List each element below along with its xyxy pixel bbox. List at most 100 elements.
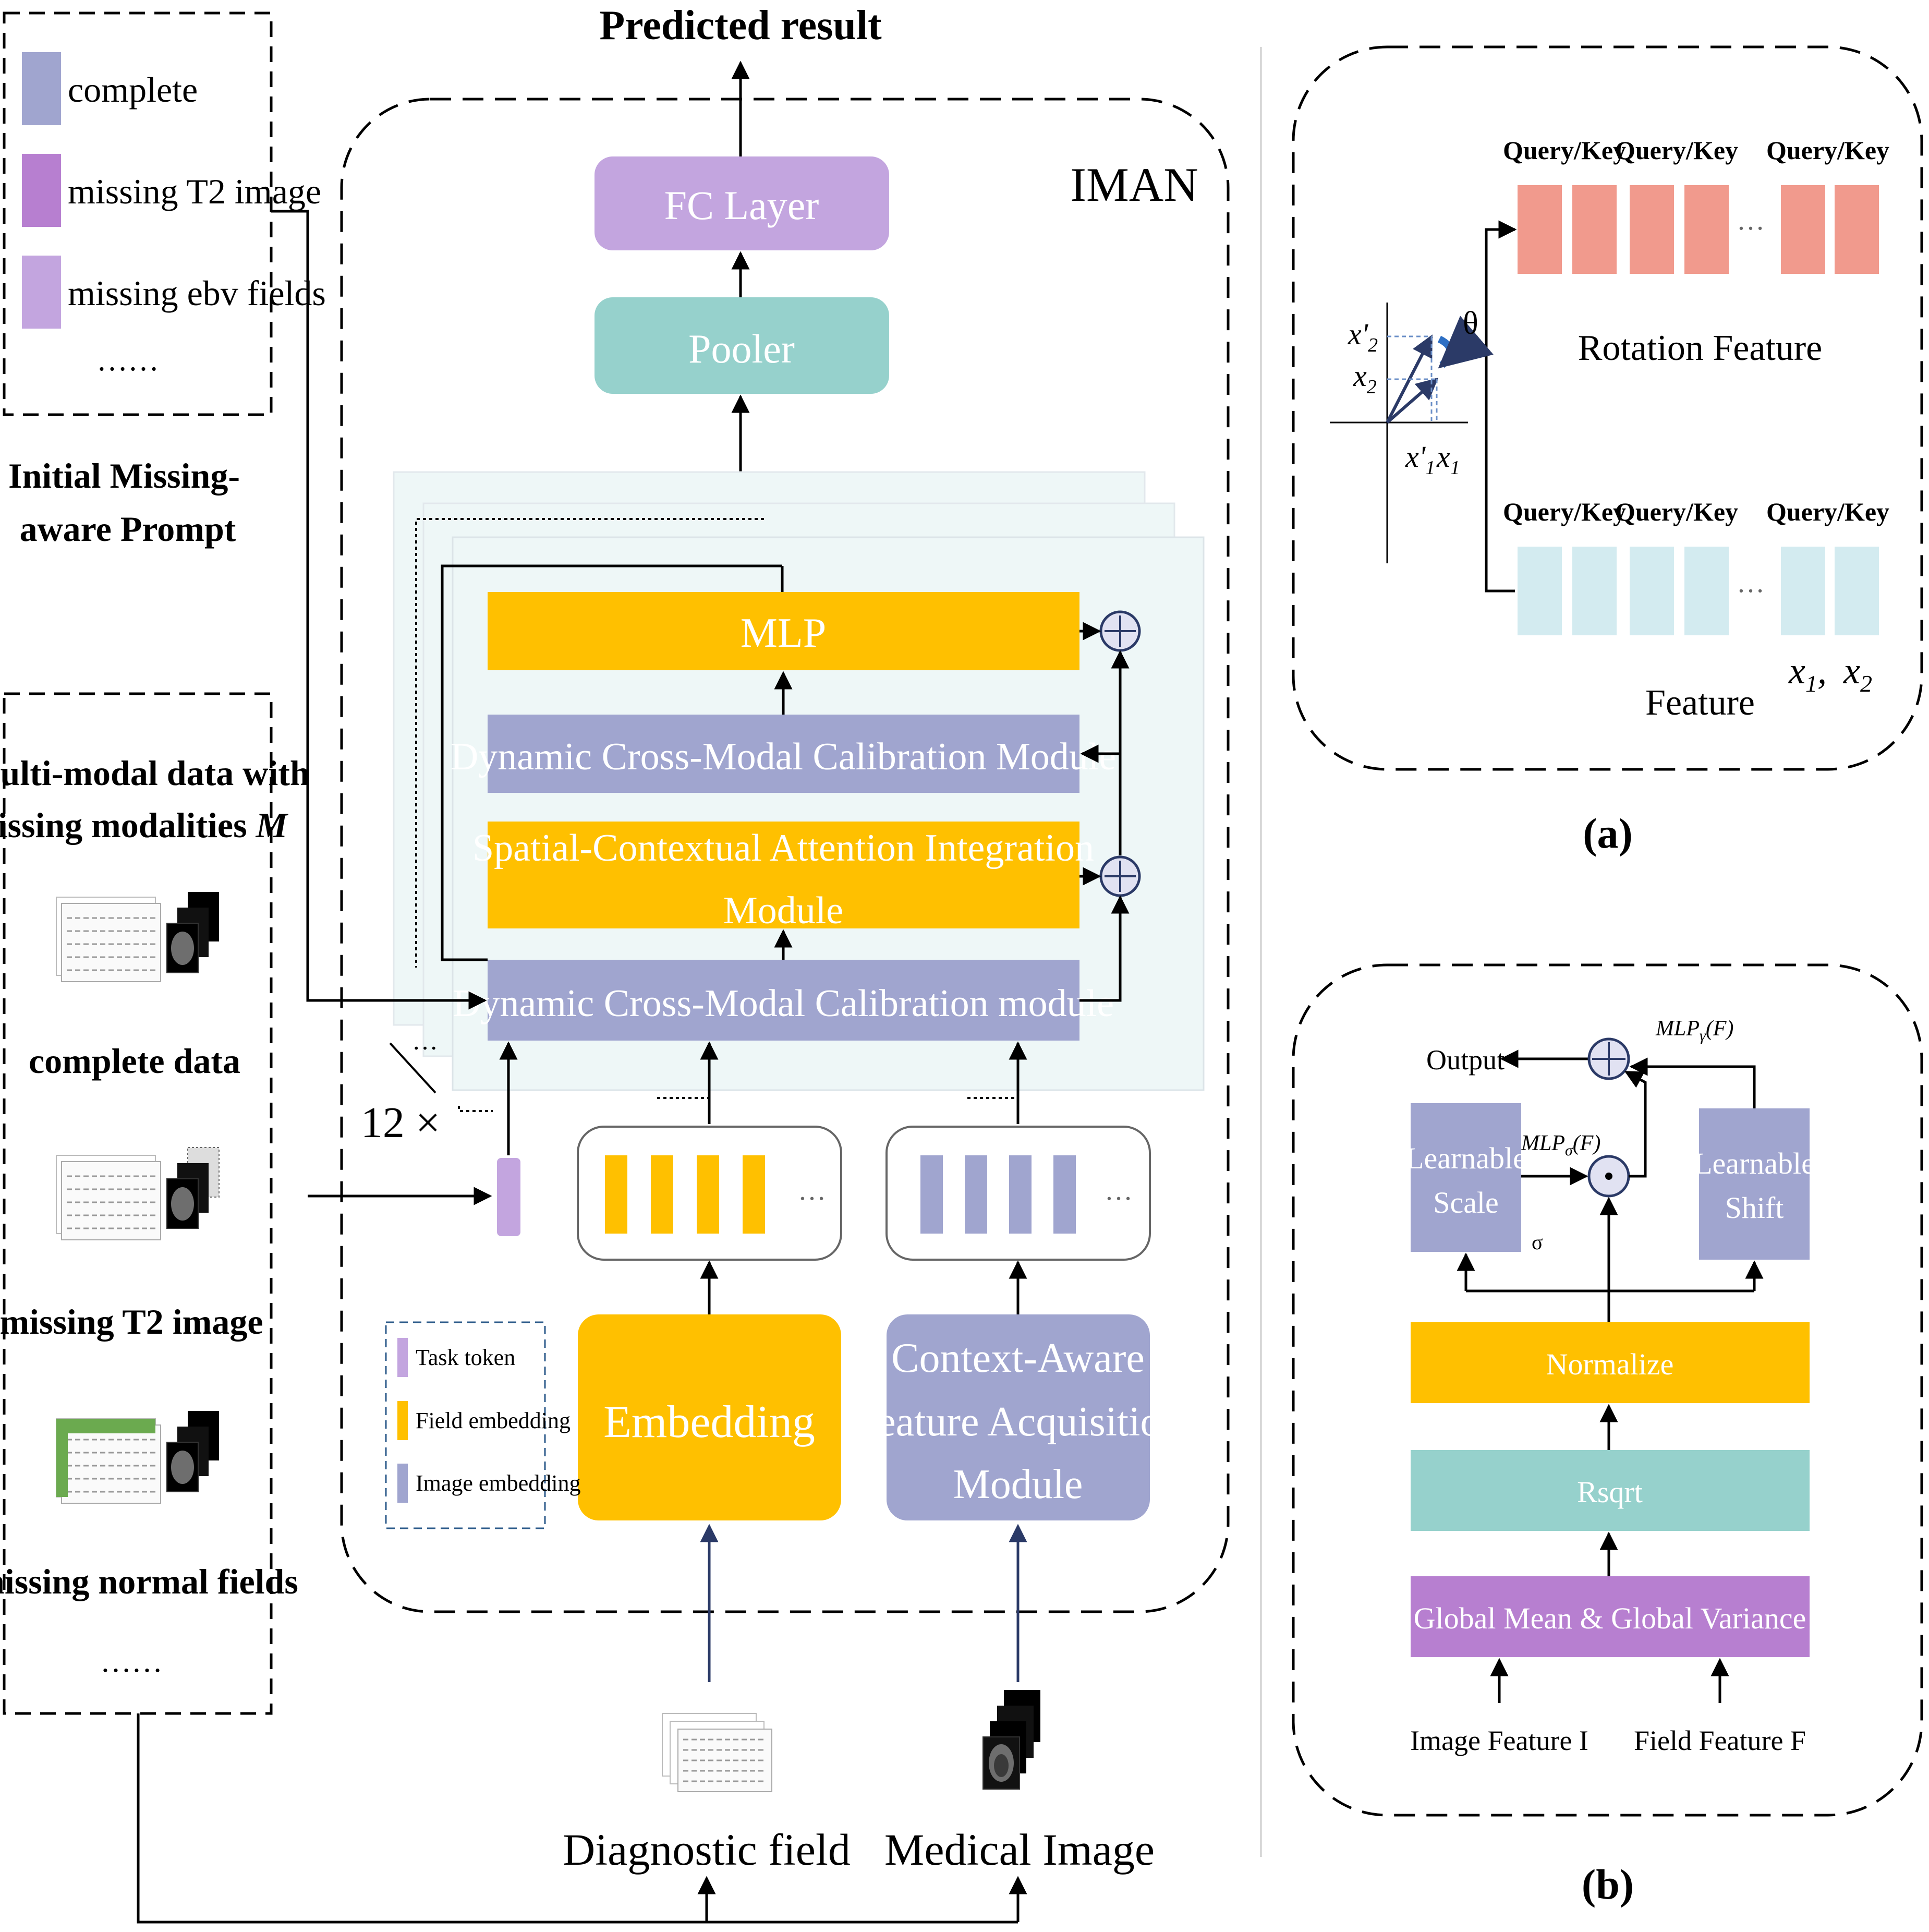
image-token [920,1155,943,1234]
rotation-x2: x2 [1353,359,1377,398]
panel-a-qk-4: Query/Key [1503,497,1626,526]
feature-cell [1518,547,1562,635]
panel-a-qk-6: Query/Key [1766,497,1889,526]
feature-x2: x2 [1843,650,1872,697]
field-token [651,1155,673,1234]
legend-image-swatch [397,1464,408,1503]
cafa-label-line2: Feature Acquisition [854,1399,1182,1445]
prompt-arrow-dcmc [271,210,487,1010]
rsqrt-block [1411,1450,1810,1531]
legend-field-swatch [397,1401,408,1440]
bottom-loop-line [137,1713,1018,1924]
rotation-axes [1330,303,1494,563]
feature-x2-sub: 2 [1860,670,1872,697]
rotation-x2-sub: 2 [1367,376,1377,398]
panel-b-caption: (b) [1582,1861,1634,1908]
repeat-label: 12 × [361,1098,440,1147]
sigma-label: σ [1532,1230,1543,1254]
rotation-cell [1572,185,1617,274]
pooler-label: Pooler [688,326,795,371]
multimodal-frame [3,692,273,1715]
embedding-label: Embedding [603,1397,815,1447]
rotation-feature-cells [1518,185,1879,274]
field-feature-label: Field Feature F [1634,1725,1806,1756]
panel-a-qk-2: Query/Key [1615,136,1738,165]
complete-data-label: complete data [29,1041,240,1081]
complete-data-thumbnail [56,892,219,982]
feature-cell [1630,547,1674,635]
image-token [1053,1155,1076,1234]
prompt-more: …… [96,343,159,377]
prompt-swatch-missing-t2 [22,154,61,227]
rotation-cell [1518,185,1562,274]
normalize-block [1411,1322,1810,1403]
rotation-cell [1781,185,1825,274]
image-token [1009,1155,1032,1234]
stack-dotted-trace [415,518,764,968]
multimodal-title-line1: Multi-modal data with [0,753,310,793]
dcmc-bottom-block [488,960,1079,1041]
predicted-result-label: Predicted result [599,3,882,49]
panel-a-bracket-bottom [1485,422,1515,593]
dcmc-top-block [488,715,1079,793]
learnable-shift-line1: Learnable [1694,1146,1815,1180]
rotation-x2p-var: x' [1348,317,1369,351]
stack-dotted-trace-low [458,1106,493,1112]
rotation-x1p: x'1 [1405,440,1435,479]
scai-block [488,822,1079,928]
learnable-scale-line2: Scale [1433,1186,1499,1219]
prompt-caption-line2: aware Prompt [20,509,236,549]
missing-t2-thumbnail [56,1147,220,1240]
output-label: Output [1426,1044,1505,1076]
panel-a-frame [1292,45,1923,771]
panel-a-qk-3: Query/Key [1766,136,1889,165]
repeat-bracket [389,1042,436,1094]
panel-a-qk-5: Query/Key [1615,497,1738,526]
medical-image-thumbnail [982,1690,1040,1790]
panel-a-qk-1: Query/Key [1503,136,1626,165]
missing-fields-label: missing normal fields [0,1562,298,1601]
feature-label: Feature [1645,683,1755,723]
rotation-x1p-sub: 1 [1425,457,1435,479]
prompt-label-missing-t2: missing T2 image [68,172,321,211]
feature-x2-var: x [1843,650,1860,692]
field-token-ellipsis: … [798,1175,826,1206]
prompt-caption-line1: Initial Missing- [8,456,240,496]
embedding-block [578,1314,841,1520]
image-tokens [920,1155,1076,1234]
prompt-swatch-missing-ebv [22,256,61,329]
arrow-mult-plus [1624,1070,1647,1178]
field-token [697,1155,719,1234]
rotation-x1-sub: 1 [1450,457,1460,479]
multimodal-title-symbol: M [256,805,289,845]
feature-cell [1684,547,1729,635]
mlp-block [488,592,1079,670]
legend-image-label: Image embedding [416,1470,580,1496]
iman-label: IMAN [1070,158,1198,211]
diagnostic-field-label: Diagnostic field [563,1825,851,1875]
feature-cell [1572,547,1617,635]
missing-fields-thumbnail [56,1411,219,1504]
learnable-scale-line1: Learnable [1405,1141,1526,1175]
medical-image-label: Medical Image [884,1825,1155,1875]
plus-node-top-glyph [1105,615,1136,647]
diagnostic-field-thumbnail [662,1713,772,1792]
arrow-shift-plus [1629,1057,1756,1108]
rotation-cell [1835,185,1879,274]
rsqrt-label: Rsqrt [1577,1475,1643,1509]
mlp-gamma-label: MLPγ(F) [1655,1017,1733,1044]
multimodal-title-text: missing modalities [0,805,247,845]
rotation-theta: θ [1463,306,1478,341]
task-token [497,1158,520,1236]
feature-cell [1835,547,1879,635]
field-tokens [605,1155,765,1234]
feature-cells [1518,547,1879,635]
mlp-label: MLP [741,610,827,656]
rotation-x2p-sub: 2 [1368,334,1378,356]
mlp-gamma-sub: γ [1700,1027,1706,1044]
field-token [605,1155,627,1234]
cafa-label-line1: Context-Aware [891,1335,1145,1381]
cafa-label-line3: Module [953,1462,1083,1507]
